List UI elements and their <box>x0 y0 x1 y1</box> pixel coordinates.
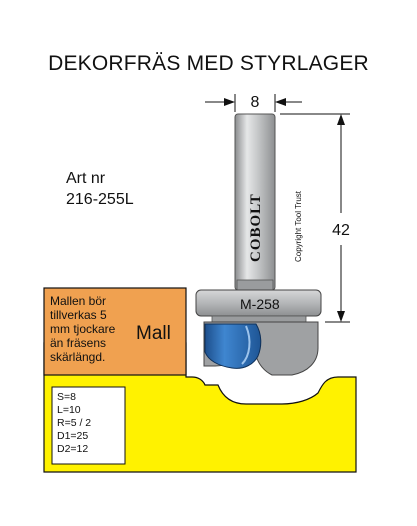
article-number-value: 216-255L <box>66 191 134 208</box>
spec-line: L=10 <box>57 404 81 416</box>
template-label: Mall <box>136 323 171 344</box>
height-dimension: 42 <box>280 113 350 323</box>
shank-brand: COBOLT <box>248 193 264 262</box>
shank-width-dimension: 8 <box>205 94 302 112</box>
article-number-label: Art nr <box>66 170 106 187</box>
template-note-line: mm tjockare <box>50 322 116 336</box>
template-block: Mallen bör tillverkas 5 mm tjockare än f… <box>43 287 187 376</box>
template-note-line: än fräsens <box>50 336 106 350</box>
carbide-cutter <box>204 323 262 369</box>
cutter-highlight <box>241 325 251 365</box>
height-label: 42 <box>332 222 350 239</box>
bearing-collar <box>211 315 307 323</box>
copyright-notice: Copyright Tool Trust <box>294 190 303 262</box>
specs-box: S=8 L=10 R=5 / 2 D1=25 D2=12 <box>51 386 126 465</box>
spec-line: D2=12 <box>57 443 88 455</box>
spec-line: D1=25 <box>57 430 88 442</box>
spec-line: S=8 <box>57 391 76 403</box>
spec-line: R=5 / 2 <box>57 417 91 429</box>
shank-neck <box>236 279 274 291</box>
shank-width-label: 8 <box>251 94 260 111</box>
bearing-label: M-258 <box>240 296 280 312</box>
template-note-line: Mallen bör <box>50 294 106 308</box>
article-number-block: Art nr 216-255L <box>66 168 134 210</box>
template-note-line: tillverkas 5 <box>50 308 107 322</box>
page-title: DEKORFRÄS MED STYRLAGER <box>48 52 369 75</box>
template-note-line: skärlängd. <box>50 350 105 364</box>
